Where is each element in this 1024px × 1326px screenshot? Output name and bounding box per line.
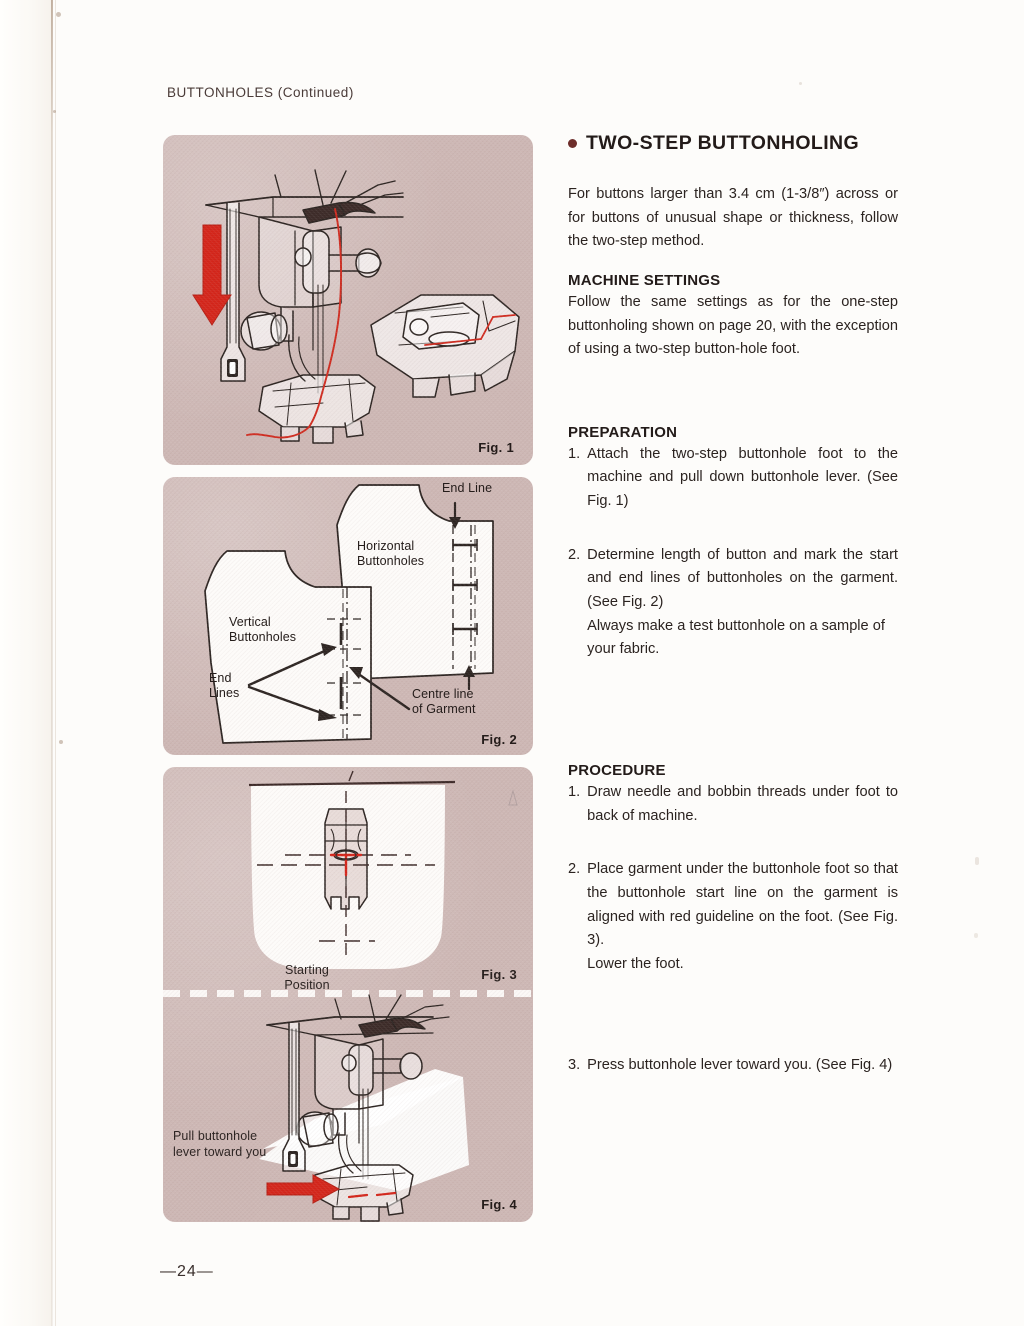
figure-3-illustration bbox=[248, 770, 518, 969]
label-line: Position bbox=[284, 977, 330, 992]
page-title: TWO-STEP BUTTONHOLING bbox=[586, 132, 860, 154]
paper-speck bbox=[799, 82, 802, 85]
machine-settings-heading: MACHINE SETTINGS bbox=[568, 271, 721, 289]
label-line: Lines bbox=[209, 685, 240, 700]
label-line: Starting bbox=[285, 963, 329, 977]
figure-4-caption: Fig. 4 bbox=[481, 1197, 517, 1212]
figure-1-panel: Fig. 1 bbox=[163, 135, 533, 465]
procedure-heading: PROCEDURE bbox=[568, 761, 666, 779]
figure-3-label-starting-position: Starting Position bbox=[267, 963, 347, 993]
paper-speck bbox=[53, 110, 56, 113]
step-number: 3. bbox=[568, 1057, 581, 1074]
label-line: lever toward you bbox=[173, 1144, 267, 1159]
step-text: Draw needle and bobbin threads under foo… bbox=[587, 783, 898, 824]
label-line: End bbox=[209, 671, 232, 685]
procedure-step-2: 2. Place garment under the buttonhole fo… bbox=[568, 858, 898, 976]
spacer bbox=[568, 684, 898, 762]
figure-2-label-centre-line: Centre line of Garment bbox=[412, 687, 476, 717]
figure-2-label-end-lines: End Lines bbox=[209, 671, 239, 701]
procedure-step-3: 3. Press buttonhole lever toward you. (S… bbox=[568, 1054, 898, 1078]
machine-settings-block: MACHINE SETTINGS Follow the same setting… bbox=[568, 272, 898, 362]
spacer bbox=[568, 844, 898, 858]
page-number: —24— bbox=[160, 1263, 214, 1280]
machine-settings-text: Follow the same settings as for the one-… bbox=[568, 293, 898, 358]
label-line: Vertical bbox=[229, 615, 271, 629]
scan-seam-artifact-secondary bbox=[55, 0, 56, 1326]
paper-speck bbox=[56, 12, 61, 17]
label-line: Buttonholes bbox=[357, 553, 425, 568]
section-header: BUTTONHOLES (Continued) bbox=[167, 85, 354, 100]
step-extra-text: Always make a test buttonhole on a sampl… bbox=[587, 617, 885, 658]
step-text-wrap: Determine length of button and mark the … bbox=[587, 544, 898, 662]
figure-4-label-pull-lever: Pull buttonhole lever toward you bbox=[173, 1129, 266, 1160]
procedure-block: PROCEDURE 1. Draw needle and bobbin thre… bbox=[568, 762, 898, 1078]
label-line: Pull buttonhole bbox=[173, 1129, 258, 1143]
procedure-step-1: 1. Draw needle and bobbin threads under … bbox=[568, 781, 898, 828]
figure-1-caption: Fig. 1 bbox=[478, 440, 514, 455]
preparation-step-2: 2. Determine length of button and mark t… bbox=[568, 544, 898, 662]
intro-paragraph: For buttons larger than 3.4 cm (1-3/8″) … bbox=[568, 186, 898, 250]
figure-2-label-horizontal-buttonholes: Horizontal Buttonholes bbox=[357, 539, 424, 569]
preparation-step-1: 1. Attach the two-step buttonhole foot t… bbox=[568, 443, 898, 514]
paper-speck bbox=[974, 933, 978, 938]
spacer bbox=[568, 384, 898, 424]
figure-2-illustration bbox=[204, 484, 494, 744]
label-line: Centre line bbox=[412, 687, 474, 701]
main-heading-row: TWO-STEP BUTTONHOLING bbox=[568, 132, 898, 155]
spacer bbox=[568, 992, 898, 1054]
step-number: 2. bbox=[568, 546, 581, 563]
scan-seam-artifact bbox=[51, 0, 53, 1326]
instruction-text-column: TWO-STEP BUTTONHOLING For buttons larger… bbox=[568, 132, 898, 1100]
red-down-arrow bbox=[192, 224, 232, 326]
figure-3-caption: Fig. 3 bbox=[481, 967, 517, 982]
step-text: Determine length of button and mark the … bbox=[587, 546, 898, 611]
figure-1-illustration bbox=[192, 169, 520, 444]
step-extra-text: Lower the foot. bbox=[587, 955, 684, 972]
figure-2-label-end-line: End Line bbox=[442, 481, 493, 495]
step-number: 1. bbox=[568, 783, 581, 800]
bullet-dot-icon bbox=[568, 139, 577, 148]
label-line: Buttonholes bbox=[229, 629, 297, 644]
step-number: 1. bbox=[568, 445, 581, 462]
paper-speck bbox=[59, 740, 63, 744]
step-text: Attach the two-step buttonhole foot to t… bbox=[587, 445, 898, 510]
label-line: of Garment bbox=[412, 701, 476, 716]
page-left-margin bbox=[0, 0, 52, 1326]
figure-2-caption: Fig. 2 bbox=[481, 732, 517, 747]
step-text-wrap: Place garment under the buttonhole foot … bbox=[587, 858, 898, 976]
preparation-block: PREPARATION 1. Attach the two-step butto… bbox=[568, 424, 898, 662]
step-number: 2. bbox=[568, 861, 581, 878]
step-text: Press buttonhole lever toward you. (See … bbox=[587, 1057, 893, 1074]
figure-divider-dashed-line bbox=[163, 990, 533, 997]
figure-2-label-vertical-buttonholes: Vertical Buttonholes bbox=[229, 615, 296, 645]
step-text: Place garment under the buttonhole foot … bbox=[587, 861, 898, 949]
preparation-heading: PREPARATION bbox=[568, 423, 678, 441]
paper-speck bbox=[266, 91, 269, 94]
spacer bbox=[568, 530, 898, 544]
figure-2-panel: End Line Horizontal Buttonholes Vertical… bbox=[163, 477, 533, 755]
label-line: Horizontal bbox=[357, 539, 415, 553]
paper-speck bbox=[975, 857, 979, 865]
figure-3-and-4-panel: Starting Position Fig. 3 bbox=[163, 767, 533, 1222]
